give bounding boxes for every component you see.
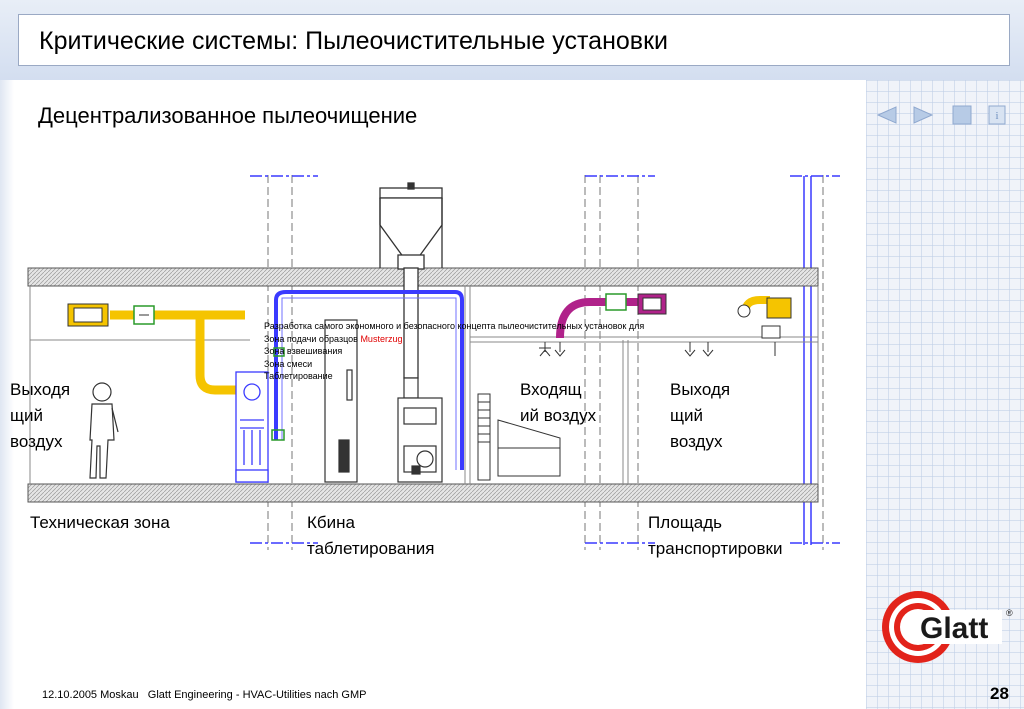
material-bin xyxy=(379,182,443,379)
top-axis-marks xyxy=(250,175,840,544)
note-highlight: Musterzug xyxy=(360,333,403,344)
dust-collection-diagram xyxy=(27,175,840,550)
purple-duct xyxy=(556,293,667,339)
label-tableting-cabin: Кбина таблетирования xyxy=(307,513,435,558)
coil-feeder xyxy=(477,393,561,481)
tablet-press-column xyxy=(324,319,358,483)
page-number: 28 xyxy=(990,684,1009,703)
logo-registered: ® xyxy=(1006,608,1013,618)
note-line: Таблетирование xyxy=(264,371,333,381)
tablet-press-machine xyxy=(397,377,443,483)
label-technical-zone: Техническая зона xyxy=(30,513,170,532)
ceiling-slab xyxy=(27,267,819,287)
footer-text: 12.10.2005 Moskau Glatt Engineering - HV… xyxy=(42,689,367,701)
slide-subtitle: Децентрализованное пылеочищение xyxy=(38,103,418,128)
info-glyph: i xyxy=(995,110,998,122)
floor-slab xyxy=(27,483,819,503)
note-line-with-highlight: Зона подачи образцов Musterzug xyxy=(264,333,644,346)
triangle-left-icon[interactable] xyxy=(876,104,898,126)
person-figure xyxy=(89,382,119,479)
label-transport-area: Площадь транспортировки xyxy=(648,513,783,558)
yellow-duct-terminal xyxy=(67,303,155,327)
label-outgoing-air-right: Выходя щий воздух xyxy=(670,380,731,451)
note-line: Зона смеси xyxy=(264,358,313,369)
yellow-duct-right xyxy=(737,296,792,339)
dust-collector xyxy=(235,371,269,483)
square-icon[interactable] xyxy=(951,104,973,126)
triangle-right-icon[interactable] xyxy=(912,104,934,126)
blue-duct xyxy=(274,290,464,470)
label-outgoing-air-left: Выходя щий воздух xyxy=(10,380,71,451)
note-line: Разработка самого экономного и безопасно… xyxy=(264,321,645,331)
yellow-duct xyxy=(110,310,255,395)
note-line: Зона подачи образцов xyxy=(264,333,358,344)
left-edge-gradient xyxy=(0,80,14,709)
slide-title: Критические системы: Пылеочистительные у… xyxy=(39,27,668,55)
green-markers xyxy=(271,347,285,441)
title-box: Критические системы: Пылеочистительные у… xyxy=(18,14,1010,66)
info-icon[interactable]: i xyxy=(986,104,1008,126)
diagram-note: Разработка самого экономного и безопасно… xyxy=(264,320,644,383)
ceiling-hangers xyxy=(539,342,776,357)
glatt-logo: Glatt ® xyxy=(882,591,1013,663)
logo-text: Glatt xyxy=(920,612,988,645)
room-walls xyxy=(29,286,819,484)
note-line: Зона взвешивания xyxy=(264,346,343,356)
label-incoming-air: Входящ ий воздух xyxy=(520,380,597,425)
